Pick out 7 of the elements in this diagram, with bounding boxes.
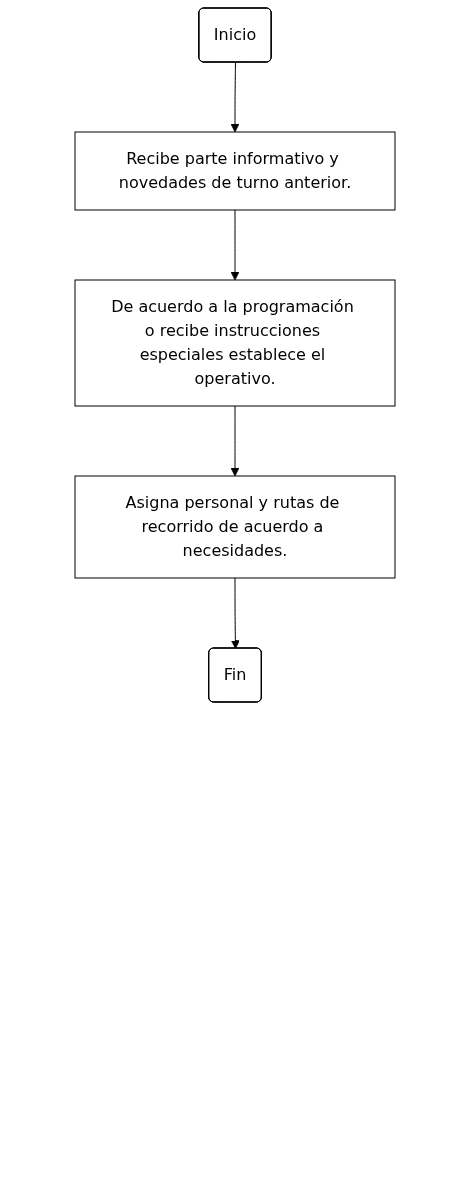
node-box: Asigna personal y rutas de recorrido de acuerdo a necesidades. [74,475,396,579]
node-box: De acuerdo a la programación o recibe instrucciones especiales establece el operativo. [74,279,396,407]
arrow [230,405,240,477]
arrow [230,62,240,133]
arrow [230,209,240,281]
arrow [231,577,240,649]
node-box: Recibe parte informativo y novedades de turno anterior. [74,131,396,211]
